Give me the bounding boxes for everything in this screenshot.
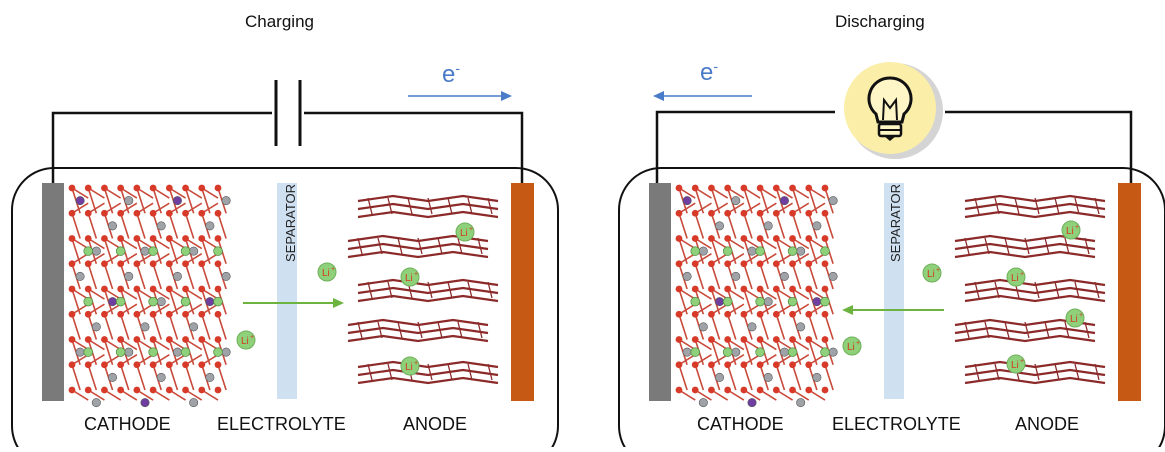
svg-text:+: +	[856, 340, 860, 347]
discharging-title: Discharging	[835, 12, 925, 31]
separator-label-discharging: SEPARATOR	[888, 183, 903, 262]
cell-casing	[11, 167, 559, 452]
lithium-ion: Li+	[1006, 267, 1026, 287]
lithium-ion: Li+	[400, 356, 420, 376]
lithium-ion: Li+	[317, 262, 337, 282]
electron-flow-arrow	[653, 91, 752, 101]
cathode-label-discharging: CATHODE	[697, 414, 784, 434]
separator-membrane	[884, 183, 904, 399]
ion-flow-arrow	[842, 305, 944, 315]
ion-flow-arrow	[243, 298, 344, 308]
electron-label-discharging: e-	[700, 58, 719, 86]
graphite-layer	[347, 318, 489, 343]
lithium-ion: Li+	[922, 263, 942, 283]
svg-text:Li: Li	[322, 268, 330, 279]
svg-text:+: +	[469, 226, 473, 233]
cathode-current-collector	[42, 183, 64, 401]
svg-text:+: +	[936, 267, 940, 274]
lithium-ion: Li+	[400, 267, 420, 287]
light-bulb-icon	[844, 62, 943, 159]
svg-text:Li: Li	[847, 342, 855, 353]
charging-panel: Li+Li+Li+Li+Li+	[11, 80, 559, 452]
anode-label-discharging: ANODE	[1015, 414, 1080, 434]
graphite-layer	[357, 194, 499, 219]
svg-text:+: +	[331, 266, 335, 273]
graphite-layer	[357, 278, 499, 303]
anode-label-charging: ANODE	[403, 414, 468, 434]
anode-current-collector	[1118, 183, 1141, 401]
circuit-wire	[945, 110, 1133, 183]
svg-text:Li: Li	[1070, 314, 1078, 325]
svg-text:Li: Li	[405, 362, 413, 373]
graphite-layer	[964, 194, 1106, 219]
cell-casing	[618, 167, 1165, 452]
graphite-layer	[964, 278, 1106, 303]
svg-text:+: +	[250, 334, 254, 341]
svg-text:Li: Li	[1066, 226, 1074, 237]
svg-text:Li: Li	[241, 336, 249, 347]
cathode-lattice	[675, 184, 838, 408]
cathode-label-charging: CATHODE	[84, 414, 171, 434]
anode-current-collector	[511, 183, 534, 401]
lithium-ion: Li+	[455, 222, 475, 242]
graphite-layer	[347, 234, 489, 259]
svg-text:+: +	[1020, 358, 1024, 365]
lithium-ion: Li+	[842, 336, 862, 356]
svg-text:Li: Li	[460, 228, 468, 239]
svg-text:Li: Li	[1011, 273, 1019, 284]
svg-text:Li: Li	[1011, 360, 1019, 371]
charging-title: Charging	[245, 12, 314, 31]
graphite-layer	[954, 234, 1096, 259]
svg-text:+: +	[1079, 312, 1083, 319]
electrolyte-label-charging: ELECTROLYTE	[217, 414, 346, 434]
lithium-ion: Li+	[236, 330, 256, 350]
svg-text:+: +	[1075, 224, 1079, 231]
battery-cell-icon	[274, 80, 302, 146]
discharging-panel: Li+Li+Li+Li+Li+Li+	[618, 62, 1165, 452]
cathode-current-collector	[649, 183, 671, 401]
graphite-layer	[964, 360, 1106, 385]
circuit-wire	[655, 110, 835, 183]
graphite-layer	[357, 360, 499, 385]
lithium-ion: Li+	[1065, 308, 1085, 328]
electrolyte-label-discharging: ELECTROLYTE	[832, 414, 961, 434]
separator-membrane	[277, 183, 297, 399]
cathode-lattice	[68, 184, 231, 408]
electron-label-charging: e-	[442, 60, 461, 88]
circuit-wire	[304, 111, 524, 183]
lithium-ion: Li+	[1061, 220, 1081, 240]
lithium-ion: Li+	[1006, 354, 1026, 374]
svg-text:+: +	[414, 360, 418, 367]
svg-text:+: +	[414, 271, 418, 278]
electron-flow-arrow	[408, 91, 512, 101]
svg-text:Li: Li	[405, 273, 413, 284]
separator-label-charging: SEPARATOR	[283, 183, 298, 262]
svg-text:Li: Li	[927, 269, 935, 280]
circuit-wire	[51, 111, 272, 183]
svg-text:+: +	[1020, 271, 1024, 278]
